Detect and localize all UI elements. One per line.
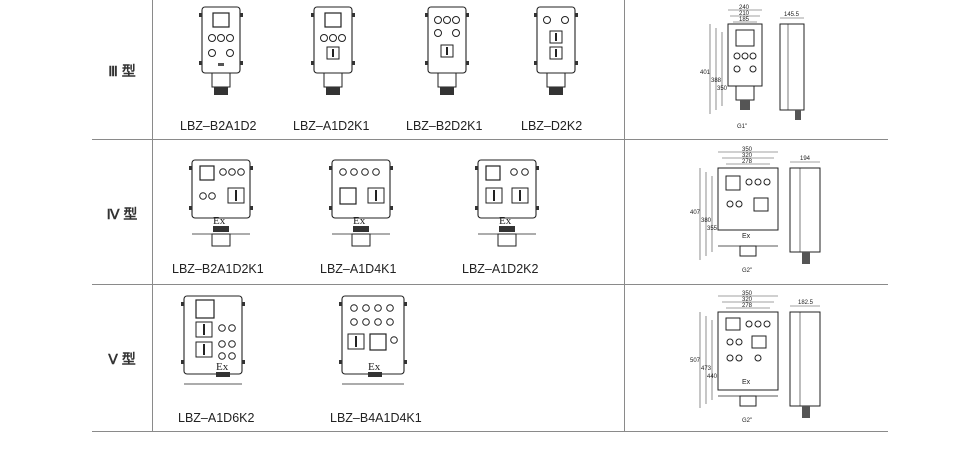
row-divider <box>92 139 888 140</box>
dimension-drawing-iv: 350 320 278 Ex 407 380 355 G2" 194 <box>690 147 835 276</box>
svg-text:Ex: Ex <box>216 361 229 373</box>
dim-height-label: 380 <box>701 218 712 224</box>
enclosure-drawing-b2a1d2 <box>198 5 244 105</box>
enclosure-drawing-a1d2k2: Ex <box>474 158 540 250</box>
dim-height-label: 350 <box>717 86 728 92</box>
model-name: LBZ–A1D4K1 <box>320 262 397 276</box>
svg-text:Ex: Ex <box>368 361 381 373</box>
dim-side-label: 182.5 <box>798 300 814 306</box>
type-label-v: Ⅴ 型 <box>108 351 136 367</box>
dim-cable-label: G2" <box>742 418 752 424</box>
column-divider <box>624 0 625 432</box>
model-name: LBZ–D2K2 <box>521 119 583 133</box>
model-name: LBZ–B2A1D2 <box>180 119 257 133</box>
dim-height-label: 401 <box>700 70 711 76</box>
dim-width-label: 240 <box>739 5 750 11</box>
enclosure-drawing-b2d2k1 <box>424 5 470 105</box>
type-label-iii: Ⅲ 型 <box>108 63 136 79</box>
table-bottom-border <box>92 431 888 432</box>
svg-text:Ex: Ex <box>353 215 366 227</box>
enclosure-drawing-a1d2k1 <box>310 5 356 105</box>
dim-height-label: 440 <box>707 374 718 380</box>
model-name: LBZ–A1D2K2 <box>462 262 539 276</box>
dimension-drawing-v: 350 320 278 Ex 507 473 440 G2" 182.5 <box>690 291 835 427</box>
dim-side-label: 194 <box>800 156 811 162</box>
dimension-drawing-iii: 240 210 185 401 388 350 G1" 145.5 <box>700 5 820 131</box>
model-name: LBZ–A1D2K1 <box>293 119 370 133</box>
dim-width-label: 185 <box>739 17 750 23</box>
model-name: LBZ–B4A1D4K1 <box>330 411 422 425</box>
svg-text:Ex: Ex <box>742 379 751 386</box>
dim-height-label: 388 <box>711 78 722 84</box>
type-label-iv: Ⅳ 型 <box>106 206 138 222</box>
dim-cable-label: G1" <box>737 124 747 130</box>
model-name: LBZ–B2A1D2K1 <box>172 262 264 276</box>
svg-text:Ex: Ex <box>742 233 751 240</box>
dim-height-label: 473 <box>701 366 712 372</box>
dim-width-label: 210 <box>739 11 750 17</box>
svg-text:Ex: Ex <box>213 215 226 227</box>
dim-width-label: 278 <box>742 303 753 309</box>
dim-height-label: 407 <box>690 210 701 216</box>
dim-width-label: 350 <box>742 291 753 297</box>
model-name: LBZ–A1D6K2 <box>178 411 255 425</box>
dim-height-label: 507 <box>690 358 701 364</box>
dim-side-label: 145.5 <box>784 12 800 18</box>
enclosure-drawing-b4a1d4k1: Ex <box>338 294 408 402</box>
dim-width-label: 350 <box>742 147 753 153</box>
column-divider <box>152 0 153 432</box>
dim-width-label: 320 <box>742 297 753 303</box>
row-divider <box>92 284 888 285</box>
dim-cable-label: G2" <box>742 268 752 274</box>
enclosure-drawing-b2a1d2k1: Ex <box>188 158 254 250</box>
model-name: LBZ–B2D2K1 <box>406 119 483 133</box>
dim-width-label: 278 <box>742 159 753 165</box>
enclosure-drawing-a1d6k2: Ex <box>180 294 246 402</box>
svg-text:Ex: Ex <box>499 215 512 227</box>
dim-width-label: 320 <box>742 153 753 159</box>
enclosure-drawing-a1d4k1: Ex <box>328 158 394 250</box>
dim-height-label: 355 <box>707 226 718 232</box>
enclosure-drawing-d2k2 <box>533 5 579 105</box>
